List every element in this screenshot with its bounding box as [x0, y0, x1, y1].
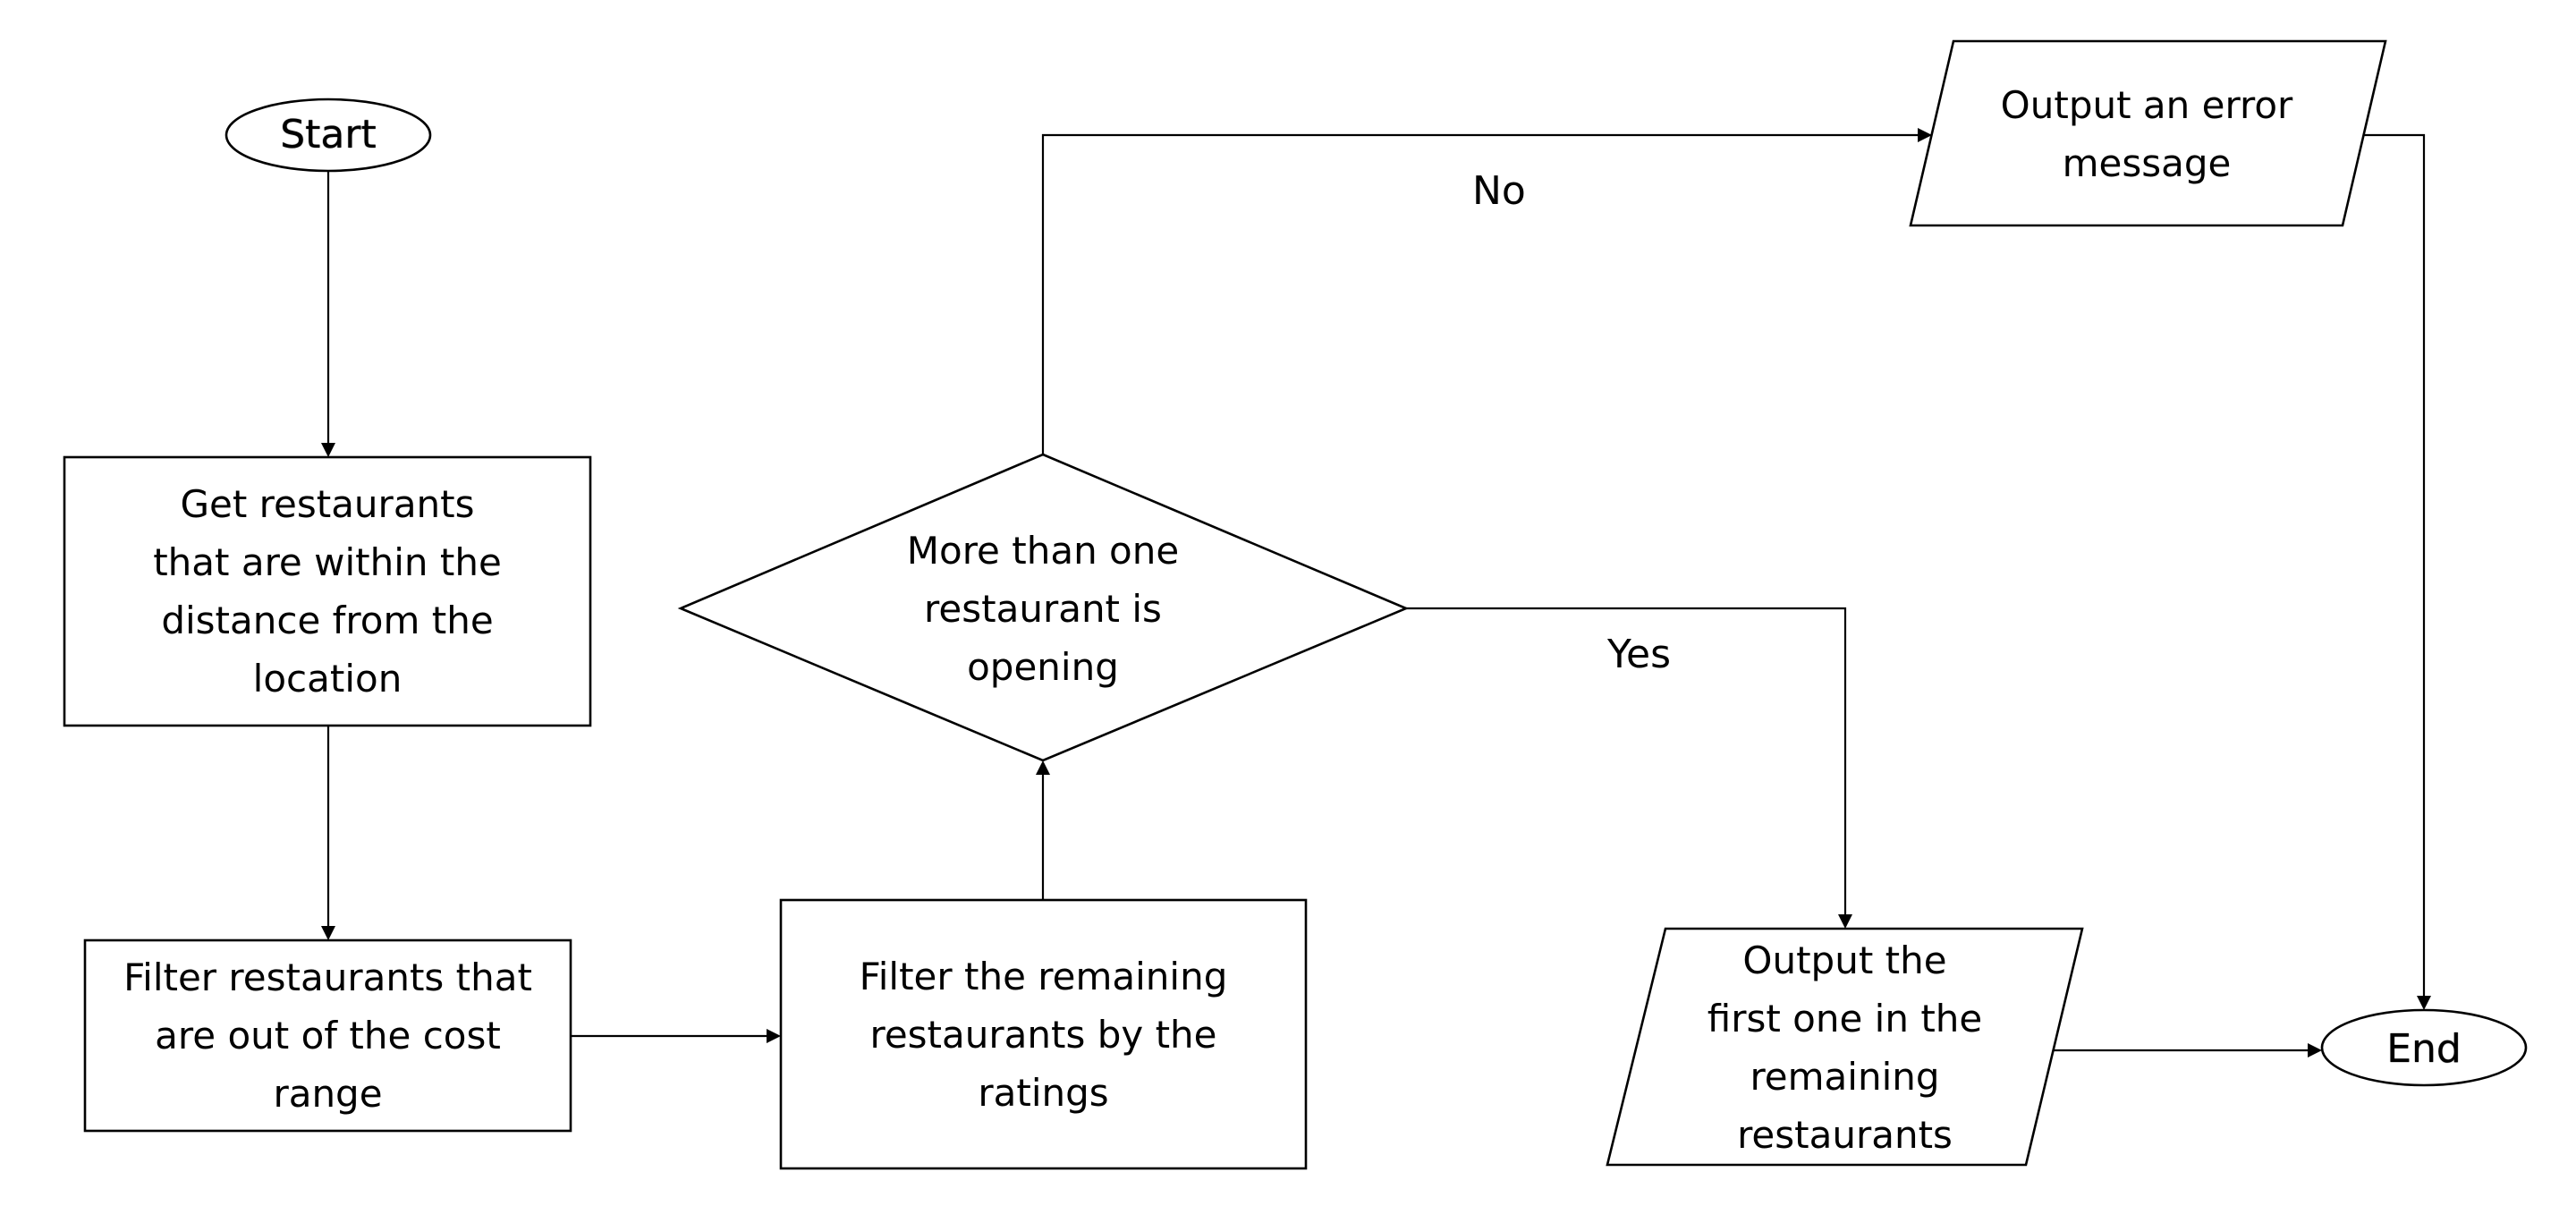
arrowhead-get	[321, 443, 335, 457]
output-error-label: Output an error message	[2000, 83, 2293, 185]
arrowhead-filter-cost	[321, 926, 335, 940]
yes-branch-label: Yes	[1607, 632, 1672, 677]
connector-yes-branch	[1406, 607, 1847, 916]
connector-no-branch	[1041, 133, 1919, 454]
get-restaurants-label: Get restaurants that are within the dist…	[153, 482, 502, 701]
no-branch-label: No	[1472, 168, 1526, 214]
start-label: Start	[280, 112, 377, 157]
end-label: End	[2386, 1026, 2462, 1072]
get-restaurants-process	[63, 455, 592, 727]
decision-label: More than one restaurant is opening	[906, 528, 1180, 689]
arrowhead-end-left	[2308, 1043, 2322, 1057]
output-error-io	[1909, 39, 2387, 227]
filter-cost-label: Filter restaurants that are out of the c…	[123, 955, 532, 1116]
arrowhead-output-first	[1838, 914, 1852, 929]
arrowhead-ratings	[767, 1029, 781, 1043]
output-first-label: Output the first one in the remaining re…	[1707, 938, 1983, 1157]
filter-ratings-process	[779, 898, 1308, 1170]
arrowhead-end-top	[2417, 996, 2431, 1010]
arrowhead-output-error	[1918, 128, 1932, 142]
filter-cost-process	[83, 938, 572, 1133]
connector-error-to-end	[2364, 133, 2426, 998]
filter-ratings-label: Filter the remaining restaurants by the …	[859, 954, 1228, 1115]
arrowhead-decision	[1036, 760, 1050, 775]
output-first-io	[1606, 927, 2084, 1167]
